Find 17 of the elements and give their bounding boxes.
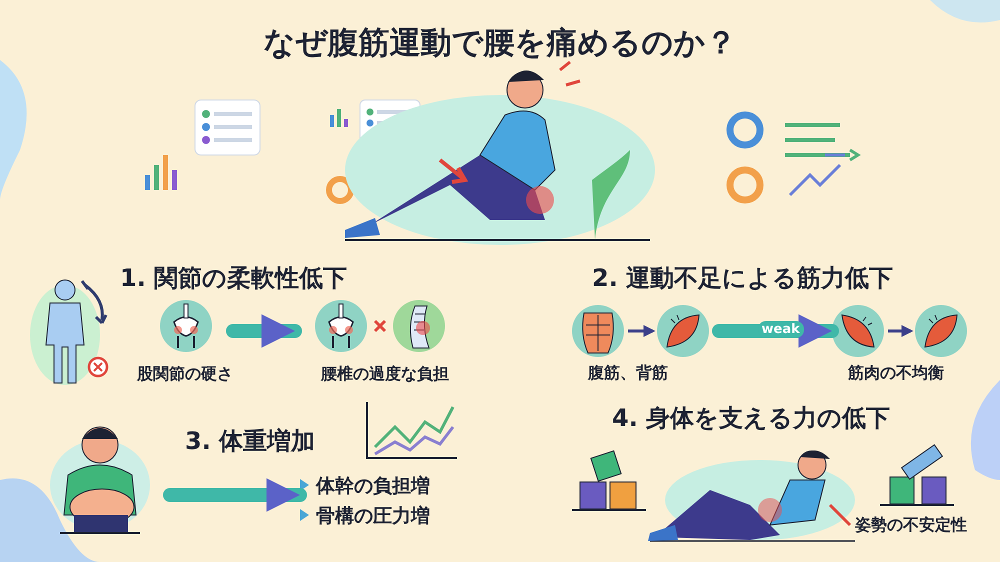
caption: 筋肉の不均衡 xyxy=(848,363,944,384)
section-heading: 2. 運動不足による筋力低下 xyxy=(592,263,894,294)
node-label: 腰椎の過度な負担 xyxy=(321,364,449,385)
caption: 腹筋、背筋 xyxy=(588,363,668,384)
bullet-text: 体幹の負担増 xyxy=(300,473,430,499)
arrow xyxy=(888,325,914,337)
arrow xyxy=(226,314,302,348)
node-label: 股関節の硬さ xyxy=(137,364,233,385)
arrow xyxy=(628,325,656,337)
edge-label: weak xyxy=(758,321,804,338)
arrow xyxy=(163,478,307,512)
bullet-text: 骨構の圧力増 xyxy=(300,503,430,529)
title: なぜ腹筋運動で腰を痛めるのか？ xyxy=(264,24,736,63)
section-heading: 4. 身体を支える力の低下 xyxy=(612,403,890,434)
caption: 姿勢の不安定性 xyxy=(855,515,967,536)
section-heading: 3. 体重増加 xyxy=(185,426,316,457)
section-heading: 1. 関節の柔軟性低下 xyxy=(120,263,348,294)
